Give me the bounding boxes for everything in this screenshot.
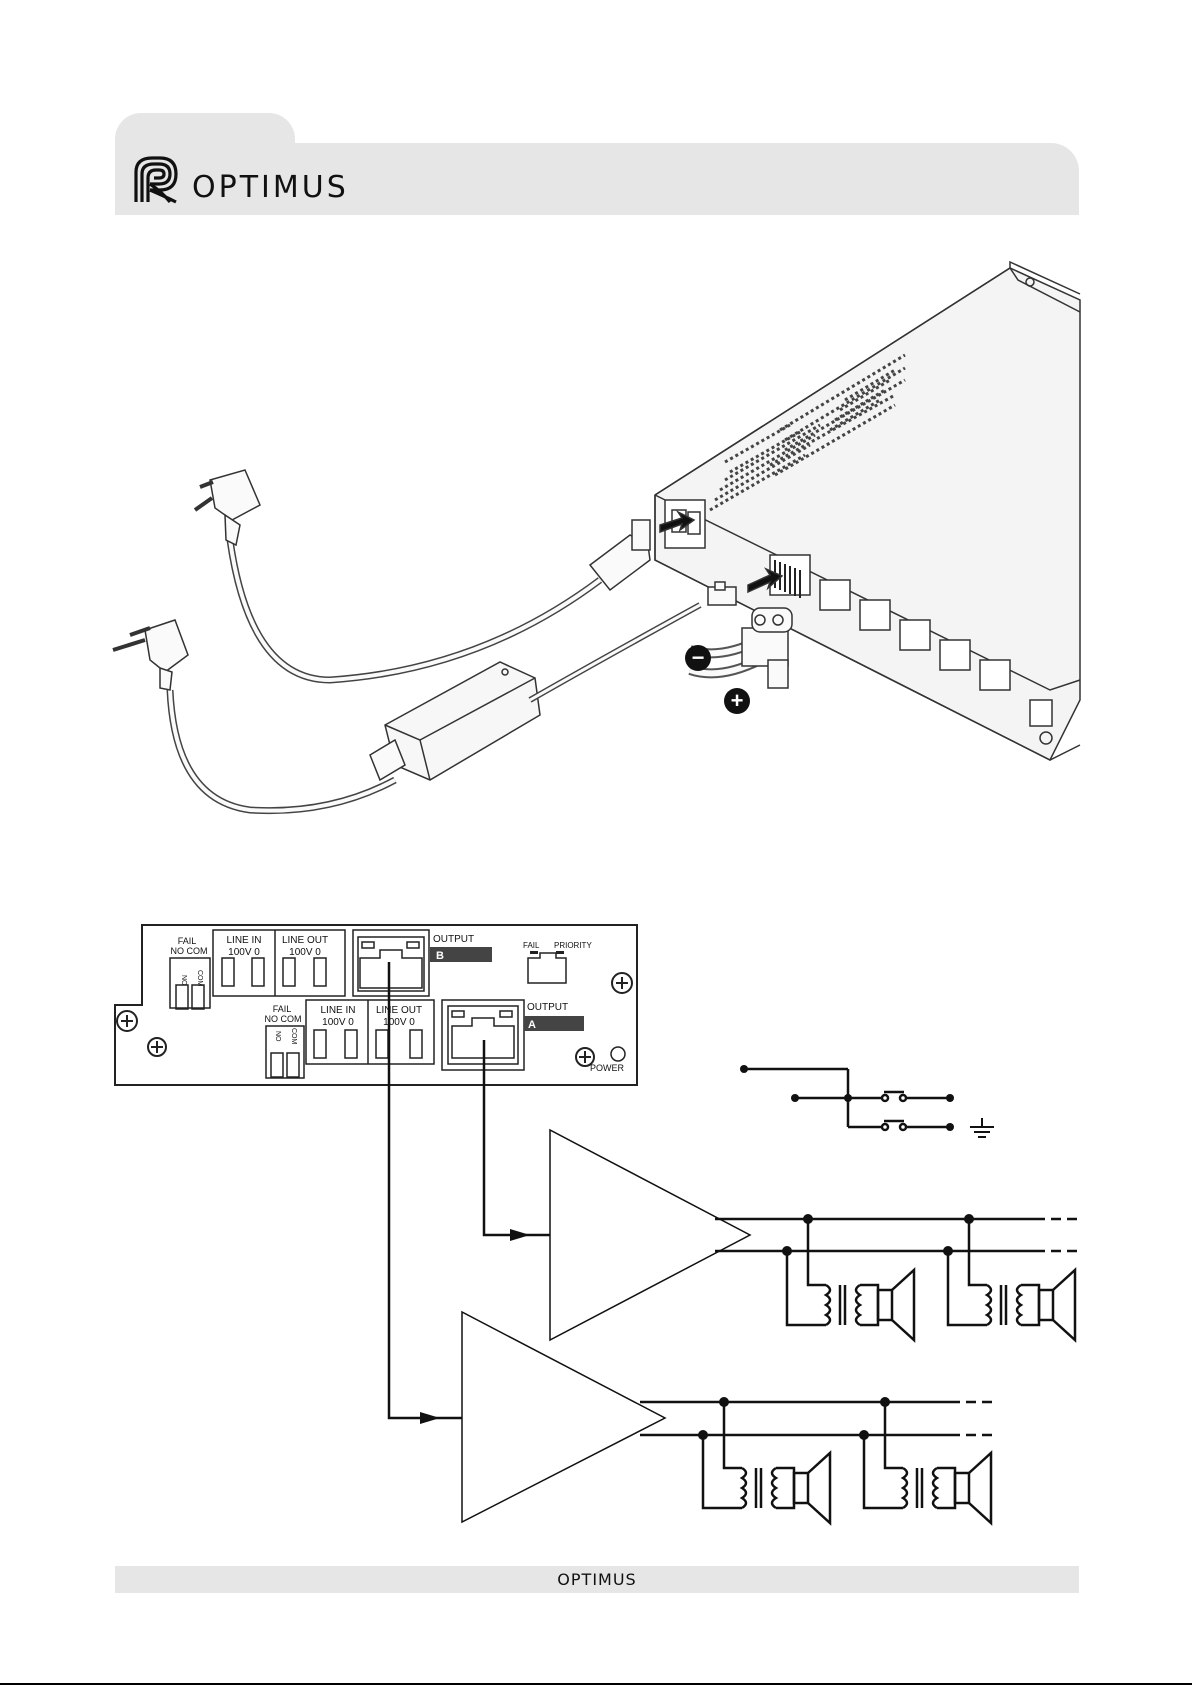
polarity-minus-badge: − [685,645,711,671]
svg-text:COM: COM [196,970,203,987]
svg-text:NO: NO [180,975,187,986]
lower-module: FAIL NO COM NO COM LINE IN 100V 0 LINE O… [265,1000,626,1078]
svg-text:B: B [436,950,444,962]
svg-text:LINE IN: LINE IN [320,1005,355,1016]
svg-text:POWER: POWER [590,1063,625,1073]
amplifier-unit [655,262,1080,760]
footer-brand: OPTIMUS [115,1570,1079,1589]
mains-cable-1 [195,470,650,680]
upper-module: FAIL NO COM NO COM LINE IN 100V 0 LINE O… [170,930,592,1009]
mains-cable-2 [113,582,736,811]
svg-text:LINE IN: LINE IN [226,935,261,946]
svg-text:100V 0: 100V 0 [289,947,321,958]
speaker-icon [948,1219,1075,1340]
signal-flow-schematic [389,962,1080,1523]
svg-text:FAIL: FAIL [178,936,197,946]
svg-text:100V 0: 100V 0 [322,1017,354,1028]
amplifier-a-triangle [550,1130,750,1340]
ground-icon [970,1118,994,1137]
svg-text:PRIORITY: PRIORITY [554,941,592,950]
svg-text:100V 0: 100V 0 [228,947,260,958]
svg-text:NO COM: NO COM [171,946,208,956]
arrow-icon [510,1229,530,1241]
footer-bar: OPTIMUS [115,1566,1079,1593]
svg-text:LINE OUT: LINE OUT [376,1005,422,1016]
svg-text:COM: COM [290,1028,297,1045]
output-b-line [389,962,462,1418]
speaker-icon [787,1219,914,1340]
svg-text:NO: NO [274,1031,281,1042]
svg-text:A: A [528,1019,536,1031]
speaker-icon [864,1402,991,1523]
speaker-icon [703,1402,830,1523]
svg-text:FAIL: FAIL [273,1004,292,1014]
power-connection-illustration [113,262,1080,811]
svg-text:−: − [692,645,705,670]
arrow-icon [420,1412,440,1424]
power-led-icon [611,1047,625,1061]
svg-text:OUTPUT: OUTPUT [433,934,474,945]
svg-text:LINE OUT: LINE OUT [282,935,328,946]
relay-switch-schematic [740,1065,994,1137]
svg-text:+: + [731,688,744,713]
rj45-port-b [353,930,429,996]
svg-text:NO COM: NO COM [265,1014,302,1024]
svg-text:FAIL: FAIL [523,941,540,950]
amplifier-b-triangle [462,1312,665,1522]
polarity-plus-badge: + [724,688,750,714]
rear-panel: FAIL NO COM NO COM LINE IN 100V 0 LINE O… [115,925,637,1085]
svg-text:OUTPUT: OUTPUT [527,1002,568,1013]
